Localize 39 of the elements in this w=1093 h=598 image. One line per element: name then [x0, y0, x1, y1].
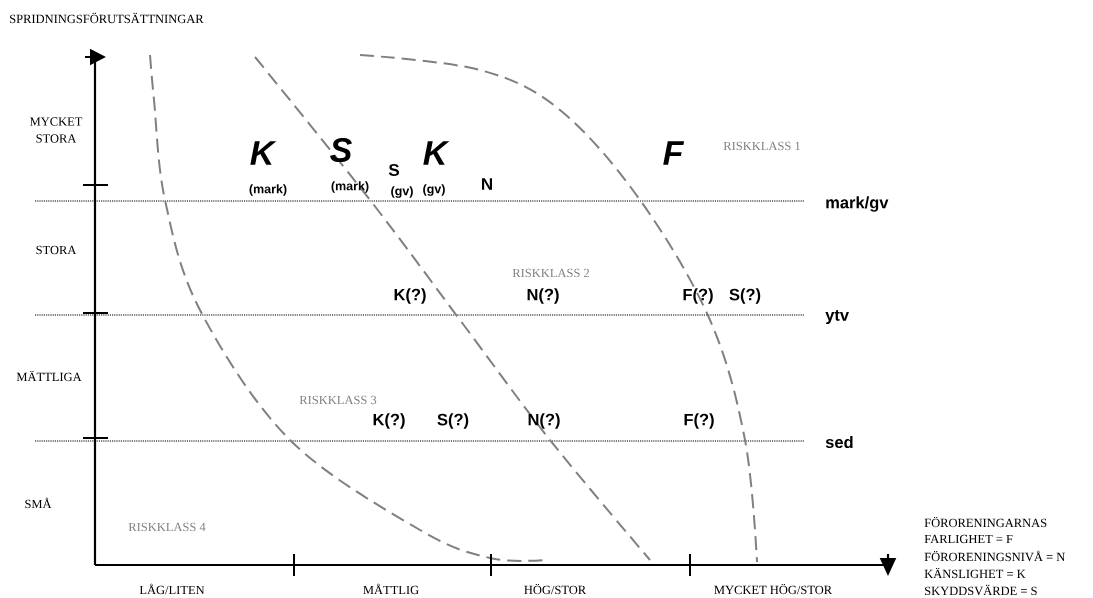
factor-label: S(?) [437, 413, 469, 429]
risk-class-label: RISKKLASS 1 [723, 141, 800, 151]
key-entry: FARLIGHET = F [924, 534, 1013, 544]
axis-level-label: MYCKET HÖG/STOR [714, 583, 833, 595]
factor-letter: N [482, 178, 492, 190]
line-label: ytv [825, 309, 849, 325]
factor-letter: K [423, 141, 450, 165]
risk-class-label: RISKKLASS 4 [128, 522, 206, 532]
axis-level-label: HÖG/STOR [524, 583, 587, 595]
axis-level-label: SMÅ [25, 497, 52, 509]
factor-letter: K [250, 141, 277, 165]
factor-letter: S [388, 164, 399, 177]
factor-label: F(?) [684, 413, 714, 429]
risk-class-label: RISKKLASS 3 [299, 395, 377, 405]
line-label: mark/gv [826, 196, 889, 212]
key-heading: FÖRORENINGARNAS [924, 516, 1047, 528]
factor-note: (gv) [391, 186, 413, 198]
factor-note: (mark) [249, 184, 287, 196]
factor-letter: S [330, 137, 352, 163]
factor-letter: F [663, 141, 685, 165]
factor-label: K(?) [373, 413, 405, 429]
axis-level-label: MÅTTLIG [363, 583, 419, 595]
key-entry: SKYDDSVÄRDE = S [925, 584, 1037, 596]
axis-title: SPRIDNINGSFÖRUTSÄTTNINGAR [10, 12, 204, 24]
factor-note: (gv) [423, 184, 445, 196]
factor-label: S(?) [729, 288, 761, 304]
key-entry: FÖRORENINGSNIVÅ = N [924, 550, 1065, 562]
axis-level-label: MÄTTLIGA [16, 370, 82, 382]
axis-level-label: LÅG/LITEN [139, 583, 205, 595]
line-label: sed [825, 435, 853, 449]
axis-level-label: MYCKET STORA [29, 117, 83, 143]
factor-label: K(?) [394, 288, 426, 304]
factor-note: (mark) [331, 181, 369, 193]
factor-label: N(?) [528, 413, 560, 429]
factor-label: F(?) [683, 288, 713, 304]
key-entry: KÄNSLIGHET = K [924, 567, 1026, 579]
axis-level-label: STORA [36, 245, 77, 255]
factor-label: N(?) [527, 288, 559, 304]
risk-class-label: RISKKLASS 2 [512, 268, 590, 278]
